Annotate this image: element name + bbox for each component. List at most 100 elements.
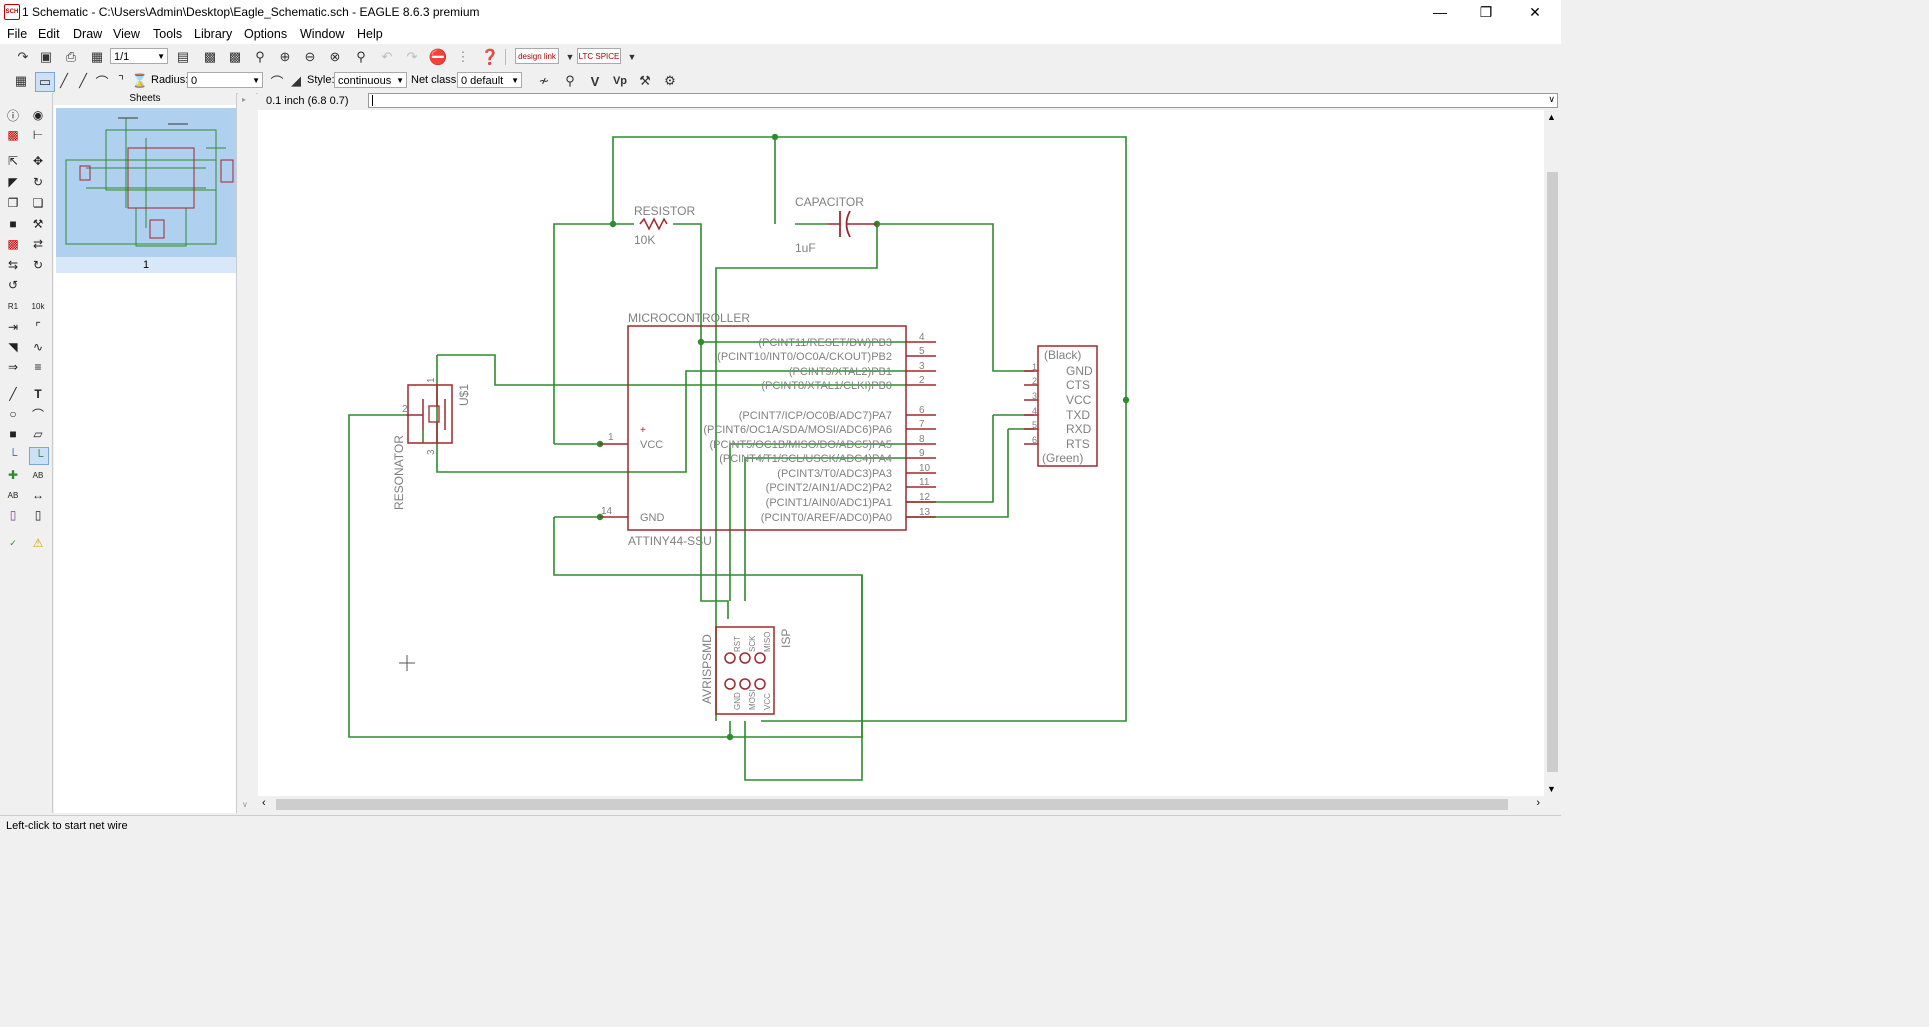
label-icon[interactable]: AB: [32, 470, 44, 480]
vertical-scroll-thumb[interactable]: [1547, 172, 1558, 772]
gate-swap-icon[interactable]: ⇆: [7, 258, 19, 272]
schematic-canvas[interactable]: RESISTOR 10K CAPACITOR 1uF MICROCONTROLL…: [258, 110, 1544, 796]
junction-icon[interactable]: ✚: [7, 468, 19, 482]
grid-icon[interactable]: ▦: [14, 73, 28, 88]
wire-bend-45-icon[interactable]: ╱: [79, 73, 87, 88]
menu-library[interactable]: Library: [194, 27, 233, 41]
vp-icon[interactable]: Vp: [612, 75, 628, 87]
resonator-part[interactable]: 2 1 3 U$1 RESONATOR: [392, 377, 471, 510]
save-icon[interactable]: ▣: [39, 49, 53, 64]
attribute-icon[interactable]: AB: [7, 490, 19, 500]
wire-bend-straight-icon[interactable]: ╱: [60, 73, 68, 88]
display-icon[interactable]: ▩: [7, 128, 19, 142]
minimize-button[interactable]: —: [1433, 4, 1447, 20]
designlink-button[interactable]: design link: [515, 48, 559, 64]
show-icon[interactable]: ◉: [32, 108, 44, 122]
chevron-down-icon[interactable]: ∨: [242, 800, 248, 809]
info-icon[interactable]: ⓘ: [6, 108, 19, 123]
menu-file[interactable]: File: [7, 27, 28, 41]
dimension-icon[interactable]: ↔: [32, 488, 44, 502]
zoom-redraw-icon[interactable]: ⊗: [329, 49, 341, 64]
module-icon[interactable]: ▯: [34, 508, 42, 522]
wire-bend-free-icon[interactable]: ⌛: [131, 73, 149, 88]
chevron-down-icon[interactable]: ∨: [1548, 94, 1555, 104]
schematic-drawing[interactable]: RESISTOR 10K CAPACITOR 1uF MICROCONTROLL…: [258, 110, 1544, 796]
menu-edit[interactable]: Edit: [38, 27, 60, 41]
wrench-icon[interactable]: ⚒: [32, 217, 44, 231]
rectangle-icon[interactable]: ■: [9, 427, 17, 441]
brd-icon[interactable]: ▩: [228, 49, 242, 64]
align-icon[interactable]: ≡: [34, 360, 42, 374]
arc-icon[interactable]: ⌒: [31, 407, 44, 422]
net-icon[interactable]: └: [29, 447, 49, 465]
tools-icon[interactable]: ⚒: [639, 73, 651, 88]
sch-icon[interactable]: ▩: [203, 49, 217, 64]
scroll-right-icon[interactable]: ›: [1536, 797, 1540, 809]
zoom-out-icon[interactable]: ⊖: [304, 49, 316, 64]
menu-options[interactable]: Options: [244, 27, 288, 41]
invoke-icon[interactable]: ↺: [7, 278, 19, 292]
menu-help[interactable]: Help: [357, 27, 383, 41]
polygon-icon[interactable]: ▱: [33, 427, 43, 441]
rotate-icon[interactable]: ↻: [32, 175, 44, 189]
value-icon[interactable]: V: [590, 73, 600, 89]
capacitor-part[interactable]: CAPACITOR 1uF: [795, 195, 877, 255]
search-icon[interactable]: ⚲: [565, 73, 575, 88]
delete-icon[interactable]: ■: [9, 217, 17, 231]
zoom-select-icon[interactable]: ⚲: [356, 49, 366, 64]
net-autoconnect-icon[interactable]: ≁: [538, 73, 550, 88]
name-icon[interactable]: R1: [7, 301, 19, 311]
board-icon[interactable]: ▤: [176, 49, 190, 64]
panel-pin-icon[interactable]: ▸: [242, 95, 247, 104]
menu-draw[interactable]: Draw: [73, 27, 103, 41]
warning-icon[interactable]: ⚠: [32, 536, 44, 550]
wire-bend-arc-icon[interactable]: ⌒: [95, 74, 109, 90]
chevron-down-icon[interactable]: ▼: [627, 52, 637, 62]
sheet-number[interactable]: 1: [56, 257, 236, 273]
close-button[interactable]: ✕: [1529, 4, 1541, 20]
canvas-horizontal-scrollbar[interactable]: ‹ ›: [258, 796, 1544, 813]
layer-icon[interactable]: ▭: [35, 72, 55, 92]
scroll-left-icon[interactable]: ‹: [262, 797, 266, 809]
move-arrows-icon[interactable]: ✥: [32, 154, 44, 168]
maximize-button[interactable]: ❐: [1479, 4, 1493, 20]
line-icon[interactable]: ╱: [9, 387, 17, 401]
value-tool-icon[interactable]: 10k: [31, 301, 45, 311]
print-icon[interactable]: ⎙: [65, 49, 77, 64]
canvas-vertical-scrollbar[interactable]: ▲ ▼: [1544, 110, 1561, 796]
go-icon[interactable]: ⋮: [456, 49, 470, 64]
miter-icon[interactable]: ⌜: [35, 320, 41, 334]
bus-icon[interactable]: └: [8, 448, 18, 462]
menu-window[interactable]: Window: [300, 27, 345, 41]
menu-tools[interactable]: Tools: [153, 27, 183, 41]
undo-icon[interactable]: ↶: [381, 49, 393, 64]
net-wires[interactable]: [348, 136, 1127, 781]
resistor-part[interactable]: RESISTOR 10K: [634, 204, 695, 247]
isp-header-part[interactable]: ISP AVRISPSMD RST SCK MISO GND MOSI VCC: [700, 626, 793, 715]
menu-view[interactable]: View: [113, 27, 140, 41]
add-icon[interactable]: ▩: [7, 237, 19, 251]
frame-icon[interactable]: ▯: [9, 508, 17, 522]
scroll-down-icon[interactable]: ▼: [1547, 784, 1556, 794]
paste-icon[interactable]: ❏: [32, 196, 44, 210]
horizontal-scroll-thumb[interactable]: [276, 799, 1508, 810]
wire-bend-curve-icon[interactable]: ⌝: [117, 73, 125, 88]
replace-icon[interactable]: ⇄: [32, 237, 44, 251]
zoom-fit-icon[interactable]: ⚲: [255, 49, 265, 64]
ltspice-button[interactable]: LTC SPICE: [577, 48, 621, 64]
sheets-scrollbar[interactable]: ▸ ∨: [238, 93, 256, 813]
copy-icon[interactable]: ❐: [7, 196, 19, 210]
netclass-select[interactable]: 0 default▼: [457, 72, 522, 88]
redo-icon[interactable]: ↷: [406, 49, 418, 64]
erc-icon[interactable]: ✓: [9, 537, 17, 548]
chevron-down-icon[interactable]: ▼: [565, 52, 575, 62]
microcontroller-part[interactable]: MICROCONTROLLER ATTINY44-SSU VCC + GND 1…: [600, 311, 936, 548]
stop-icon[interactable]: ⛔: [428, 49, 448, 66]
radius-input[interactable]: 0▼: [187, 72, 263, 88]
zoom-in-icon[interactable]: ⊕: [279, 49, 291, 64]
open-icon[interactable]: ↷: [17, 49, 29, 64]
mark-icon[interactable]: ⊢: [32, 128, 44, 142]
command-line-input[interactable]: ∨: [368, 93, 1558, 108]
smash-icon[interactable]: ⇥: [7, 320, 19, 334]
style-select[interactable]: continuous▼: [334, 72, 407, 88]
